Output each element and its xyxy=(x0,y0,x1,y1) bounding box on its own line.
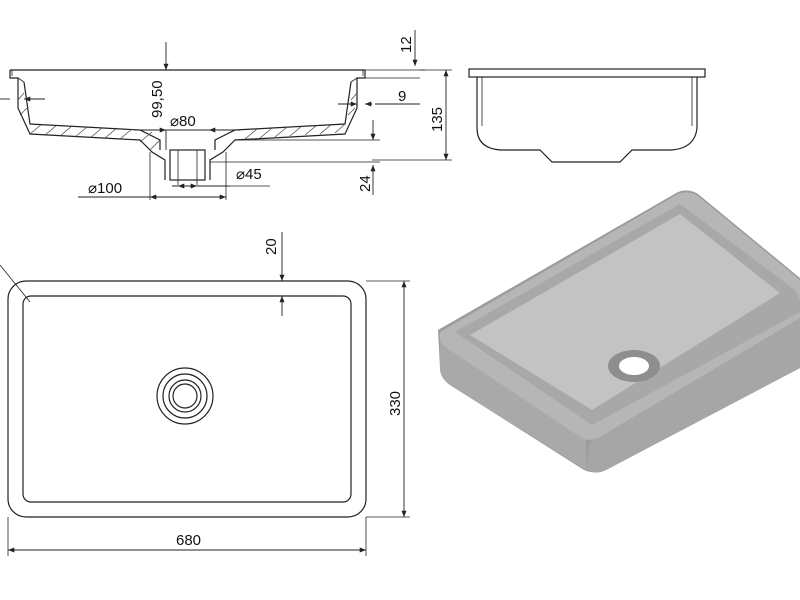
top-view: 20 680 330 xyxy=(0,232,410,556)
section-inner-profile xyxy=(10,69,365,150)
dim-width: 680 xyxy=(7,517,367,556)
side-view xyxy=(468,68,706,163)
dim-outlet-height-label: 24 xyxy=(357,175,374,192)
dim-total-height: 135 xyxy=(372,69,452,161)
section-hatching xyxy=(17,92,358,151)
dim-outlet-label: ⌀45 xyxy=(236,166,262,183)
dim-depth-label: 330 xyxy=(387,391,404,416)
dim-drain-inner: ⌀80 xyxy=(135,113,240,133)
dim-wall-label: 20 xyxy=(263,238,280,255)
section-view: 99,50 ⌀80 ⌀45 ⌀100 xyxy=(0,30,452,200)
section-rim xyxy=(11,70,364,83)
dim-rim-height-label: 12 xyxy=(398,36,415,53)
dim-base-label: ⌀100 xyxy=(88,180,122,197)
dim-wall: 20 xyxy=(263,232,285,316)
dim-rim-height: 12 xyxy=(365,30,425,71)
dim-depth-inner-label: 99,50 xyxy=(149,80,166,118)
dim-total-height-label: 135 xyxy=(429,107,446,132)
dim-rim-step-label: 9 xyxy=(398,88,406,105)
dim-depth: 330 xyxy=(366,280,410,518)
dim-width-label: 680 xyxy=(176,532,201,549)
section-drain-pipe xyxy=(169,149,206,181)
top-view-inner xyxy=(22,295,352,503)
dim-rim-step: 9 xyxy=(338,77,420,107)
dim-drain-inner-label: ⌀80 xyxy=(170,113,196,130)
dim-outlet: ⌀45 xyxy=(172,166,270,189)
dim-outlet-height: 24 xyxy=(210,120,380,195)
dim-base: ⌀100 xyxy=(78,152,227,200)
top-view-outer xyxy=(7,280,367,518)
dim-depth-inner: 99,50 xyxy=(149,42,169,150)
top-view-drain xyxy=(156,367,214,425)
basin-3d-render xyxy=(438,190,800,473)
